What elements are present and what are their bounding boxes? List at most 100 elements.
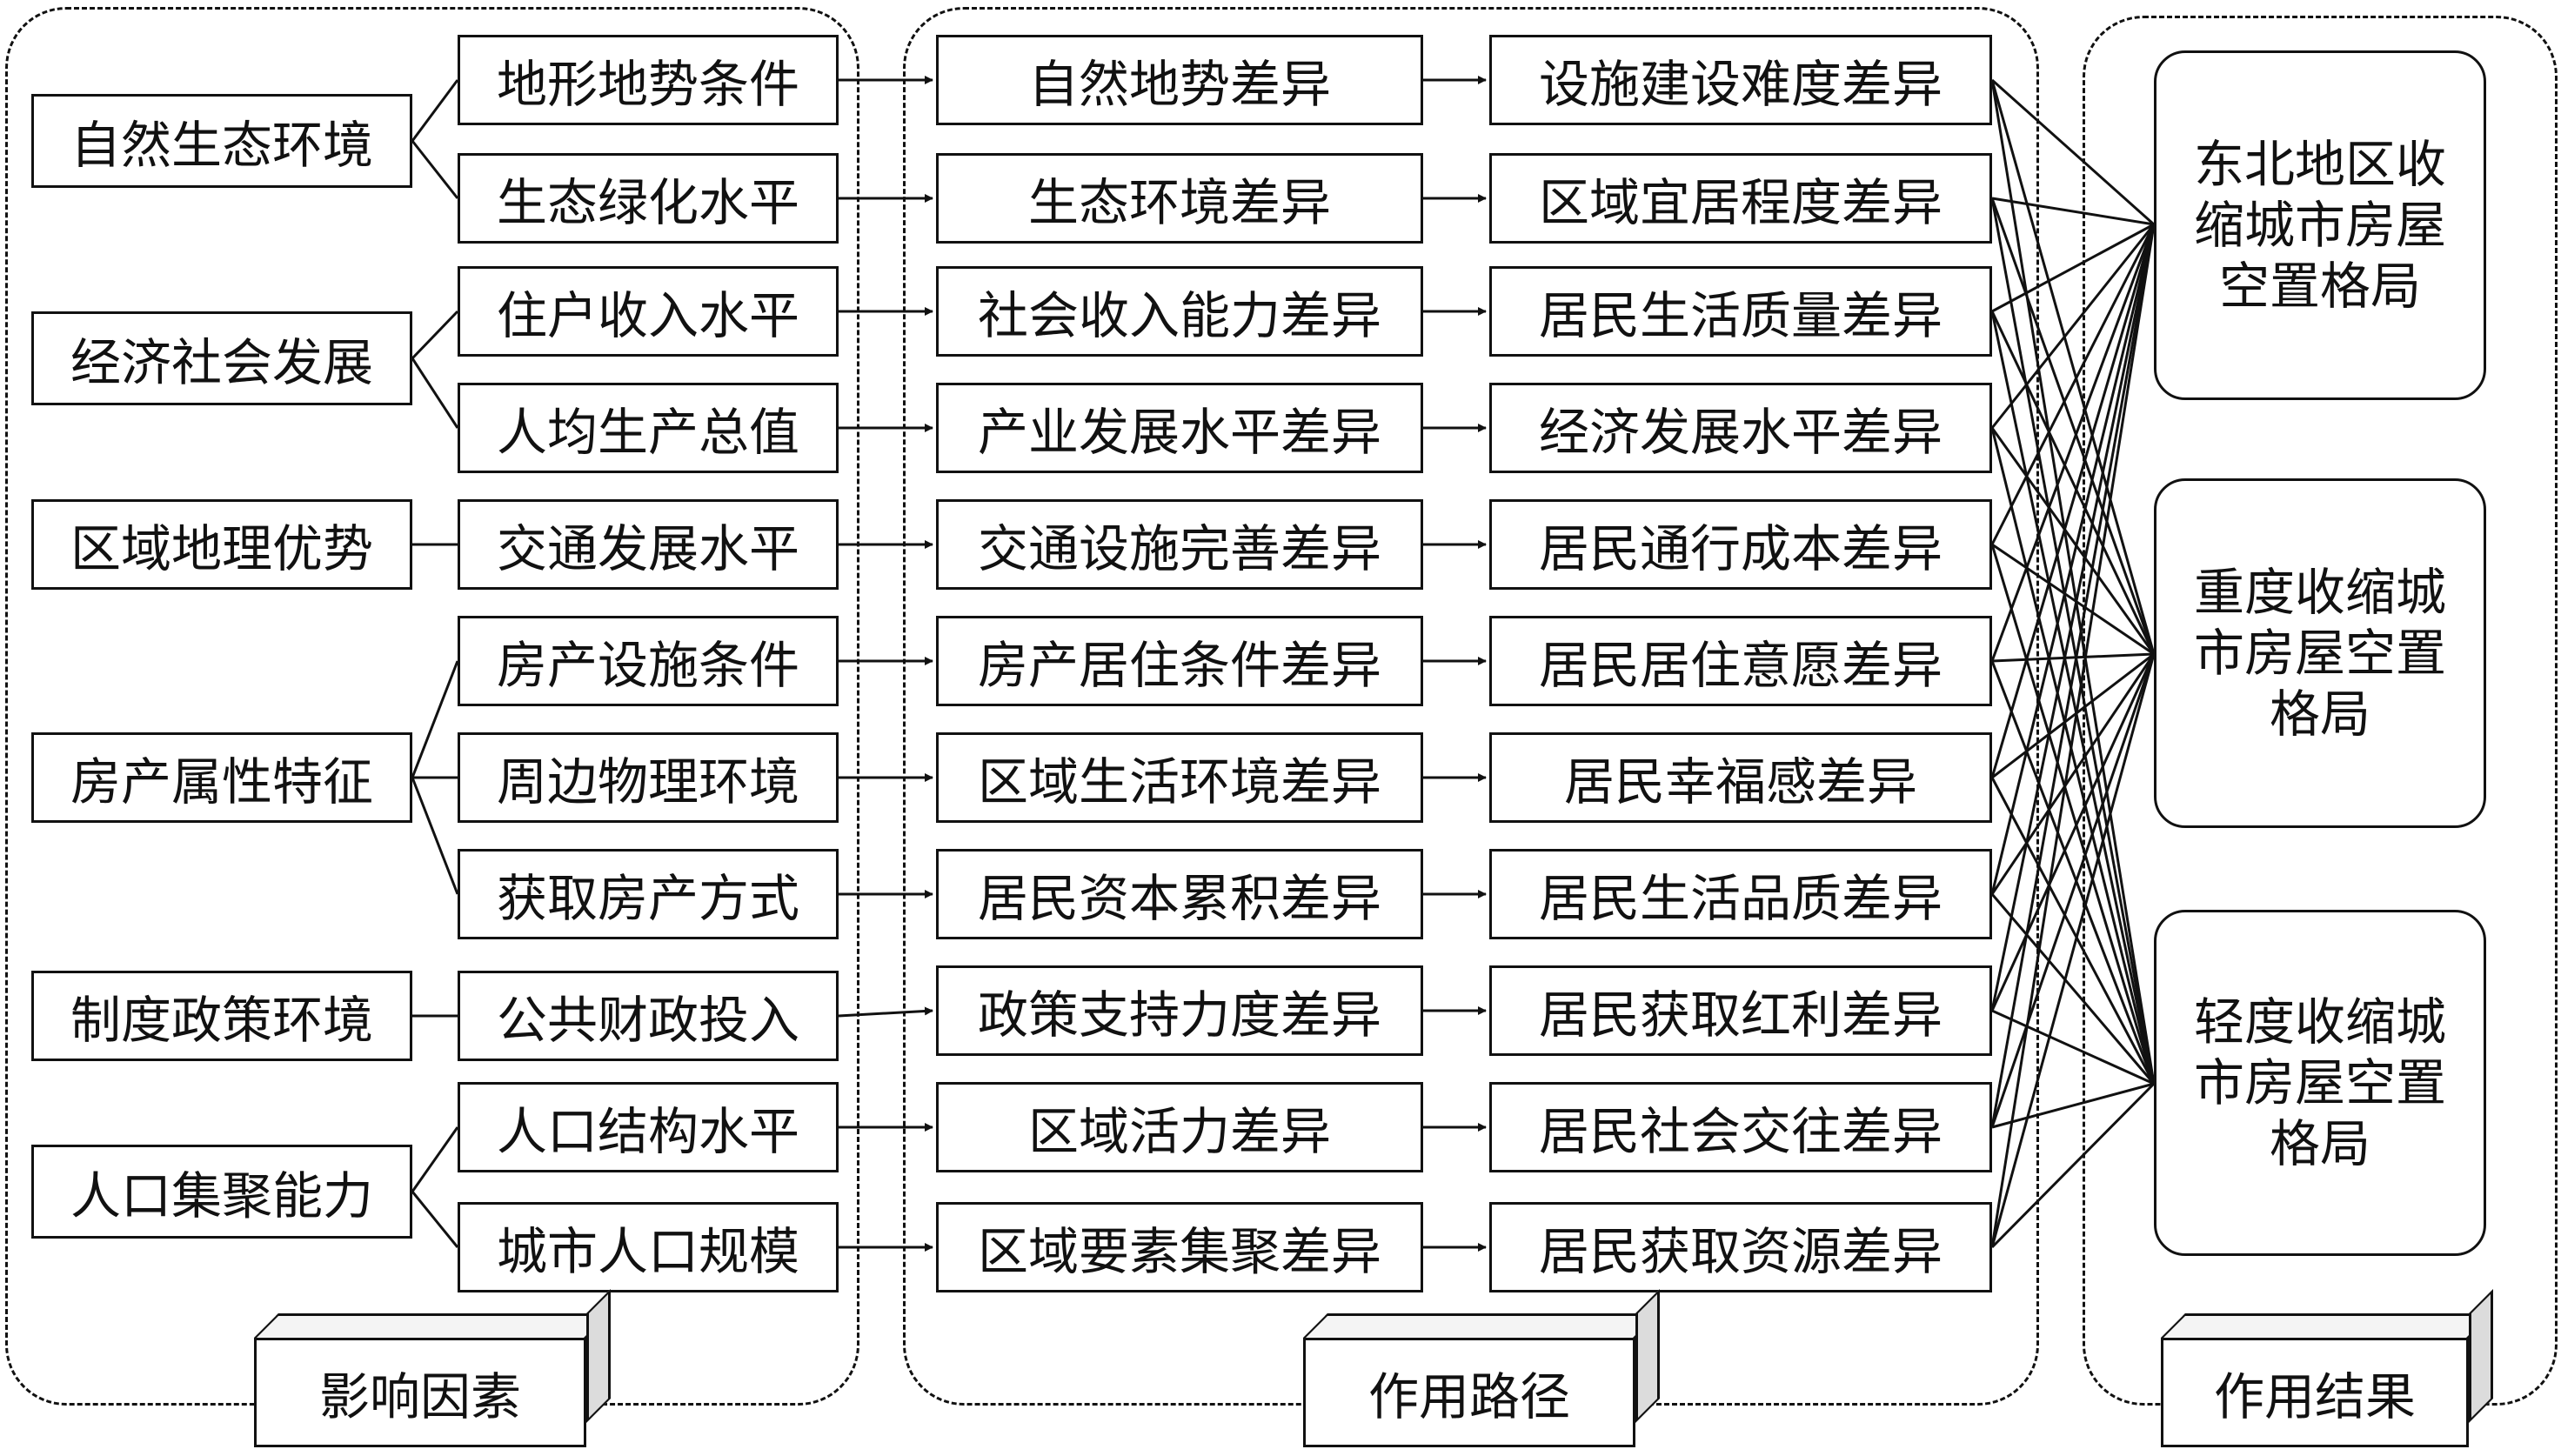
result-severe-shrinking-cities: 重度收缩城 市房屋空置 格局	[2154, 478, 2486, 828]
effect-to-result-line-6-1	[1991, 652, 2155, 779]
effect-to-result-line-7-1	[1990, 653, 2156, 895]
tag-top-face	[254, 1313, 611, 1338]
effect-to-result-line-4-1	[1991, 543, 2155, 656]
effect-to-result-line-8-2	[1991, 1009, 2155, 1085]
effect-to-result-line-10-1	[1990, 653, 2156, 1248]
effect-to-result-line-1-0	[1991, 197, 2155, 226]
factor-regional-geography: 区域地理优势	[31, 499, 412, 590]
subfactor-public-finance: 公共财政投入	[458, 971, 839, 1061]
tag-action-results: 作用结果	[2161, 1289, 2493, 1447]
path-difference-5: 房产居住条件差异	[936, 616, 1423, 706]
path-difference-6: 区域生活环境差异	[936, 732, 1423, 823]
effect-to-result-line-4-0	[1990, 224, 2156, 545]
factor-branch-line-1-3	[411, 357, 459, 429]
result-0-line-0: 东北地区收	[2193, 135, 2446, 194]
path-effect-7: 居民生活品质差异	[1489, 849, 1992, 939]
tag-label: 作用结果	[2161, 1338, 2469, 1447]
path-effect-3: 经济发展水平差异	[1489, 383, 1992, 473]
path-effect-10: 居民获取资源差异	[1489, 1202, 1992, 1292]
path-difference-9: 区域活力差异	[936, 1082, 1423, 1172]
path-effect-5: 居民居住意愿差异	[1489, 616, 1992, 706]
factor-branch-line-3-5	[411, 660, 459, 778]
factor-economic-social: 经济社会发展	[31, 311, 412, 405]
tag-side-face	[1635, 1289, 1660, 1423]
factor-branch-line-0-0	[411, 79, 459, 142]
result-1-line-1: 市房屋空置	[2193, 624, 2446, 683]
effect-to-result-line-9-2	[1991, 1082, 2155, 1129]
effect-to-result-line-9-0	[1990, 224, 2156, 1128]
effect-to-result-line-8-1	[1990, 653, 2156, 1012]
path-difference-3: 产业发展水平差异	[936, 383, 1423, 473]
subfactor-transport-level: 交通发展水平	[458, 499, 839, 590]
tag-side-face	[586, 1289, 611, 1423]
effect-to-result-line-0-1	[1990, 79, 2156, 655]
effect-to-result-line-1-2	[1990, 197, 2156, 1085]
factor-institutional-policy: 制度政策环境	[31, 971, 412, 1061]
factor-branch-line-5-10	[411, 1191, 459, 1248]
factor-housing-attributes: 房产属性特征	[31, 732, 412, 823]
effect-to-result-line-10-0	[1990, 224, 2156, 1248]
subfactor-greening-level: 生态绿化水平	[458, 153, 839, 244]
effect-to-result-line-5-1	[1991, 652, 2155, 663]
path-difference-2: 社会收入能力差异	[936, 266, 1423, 357]
path-effect-6: 居民幸福感差异	[1489, 732, 1992, 823]
factor-branch-line-3-7	[411, 777, 459, 895]
subfactor-population-structure: 人口结构水平	[458, 1082, 839, 1172]
subfactor-surrounding-environment: 周边物理环境	[458, 732, 839, 823]
result-1-line-2: 格局	[2269, 685, 2370, 744]
tag-label: 作用路径	[1303, 1338, 1635, 1447]
effect-to-result-line-4-2	[1990, 544, 2156, 1085]
effect-to-result-line-7-2	[1990, 893, 2156, 1085]
subfactor-population-size: 城市人口规模	[458, 1202, 839, 1292]
result-northeast-shrinking-cities: 东北地区收 缩城市房屋 空置格局	[2154, 50, 2486, 400]
effect-to-result-line-7-0	[1990, 224, 2156, 895]
path-difference-7: 居民资本累积差异	[936, 849, 1423, 939]
tag-top-face	[1303, 1313, 1660, 1338]
factor-population-agglomeration: 人口集聚能力	[31, 1145, 412, 1239]
effect-to-result-line-3-0	[1990, 224, 2156, 429]
effect-to-result-line-6-2	[1990, 777, 2156, 1085]
result-2-line-0: 轻度收缩城	[2193, 992, 2446, 1052]
result-1-line-0: 重度收缩城	[2193, 563, 2446, 622]
result-0-line-1: 缩城市房屋	[2193, 196, 2446, 255]
factor-branch-line-0-1	[411, 140, 459, 199]
effect-to-result-line-2-0	[1991, 223, 2155, 313]
tag-influencing-factors: 影响因素	[254, 1289, 611, 1447]
path-difference-10: 区域要素集聚差异	[936, 1202, 1423, 1292]
effect-to-result-line-10-2	[1990, 1082, 2156, 1249]
effect-to-result-line-2-1	[1990, 311, 2156, 655]
tag-top-face	[2161, 1313, 2493, 1338]
effect-to-result-line-2-2	[1990, 311, 2156, 1085]
result-mild-shrinking-cities: 轻度收缩城 市房屋空置 格局	[2154, 910, 2486, 1256]
path-effect-8: 居民获取红利差异	[1489, 965, 1992, 1056]
path-effect-2: 居民生活质量差异	[1489, 266, 1992, 357]
result-2-line-1: 市房屋空置	[2193, 1053, 2446, 1112]
subfactor-household-income: 住户收入水平	[458, 266, 839, 357]
factor-natural-ecology: 自然生态环境	[31, 94, 412, 188]
subfactor-terrain-conditions: 地形地势条件	[458, 35, 839, 125]
path-difference-1: 生态环境差异	[936, 153, 1423, 244]
result-2-line-2: 格局	[2269, 1114, 2370, 1173]
factor-branch-line-5-9	[411, 1126, 459, 1192]
subfactor-gdp-per-capita: 人均生产总值	[458, 383, 839, 473]
effect-to-result-line-0-0	[1991, 78, 2155, 226]
path-difference-0: 自然地势差异	[936, 35, 1423, 125]
subfactor-to-difference-arrow-8	[838, 1006, 933, 1018]
path-difference-4: 交通设施完善差异	[936, 499, 1423, 590]
path-difference-8: 政策支持力度差异	[936, 965, 1423, 1056]
subfactor-housing-acquisition: 获取房产方式	[458, 849, 839, 939]
effect-to-result-line-8-0	[1990, 224, 2156, 1012]
path-effect-9: 居民社会交往差异	[1489, 1082, 1992, 1172]
effect-to-result-line-6-0	[1990, 224, 2156, 778]
effect-to-result-line-3-2	[1990, 427, 2156, 1085]
result-0-line-2: 空置格局	[2218, 257, 2421, 316]
path-effect-0: 设施建设难度差异	[1489, 35, 1992, 125]
path-effect-1: 区域宜居程度差异	[1489, 153, 1992, 244]
effect-to-result-line-5-2	[1990, 660, 2156, 1085]
effect-to-result-line-1-1	[1990, 197, 2156, 655]
factor-branch-line-1-2	[411, 310, 459, 360]
tag-side-face	[2469, 1289, 2493, 1423]
effect-to-result-line-3-1	[1990, 427, 2156, 655]
